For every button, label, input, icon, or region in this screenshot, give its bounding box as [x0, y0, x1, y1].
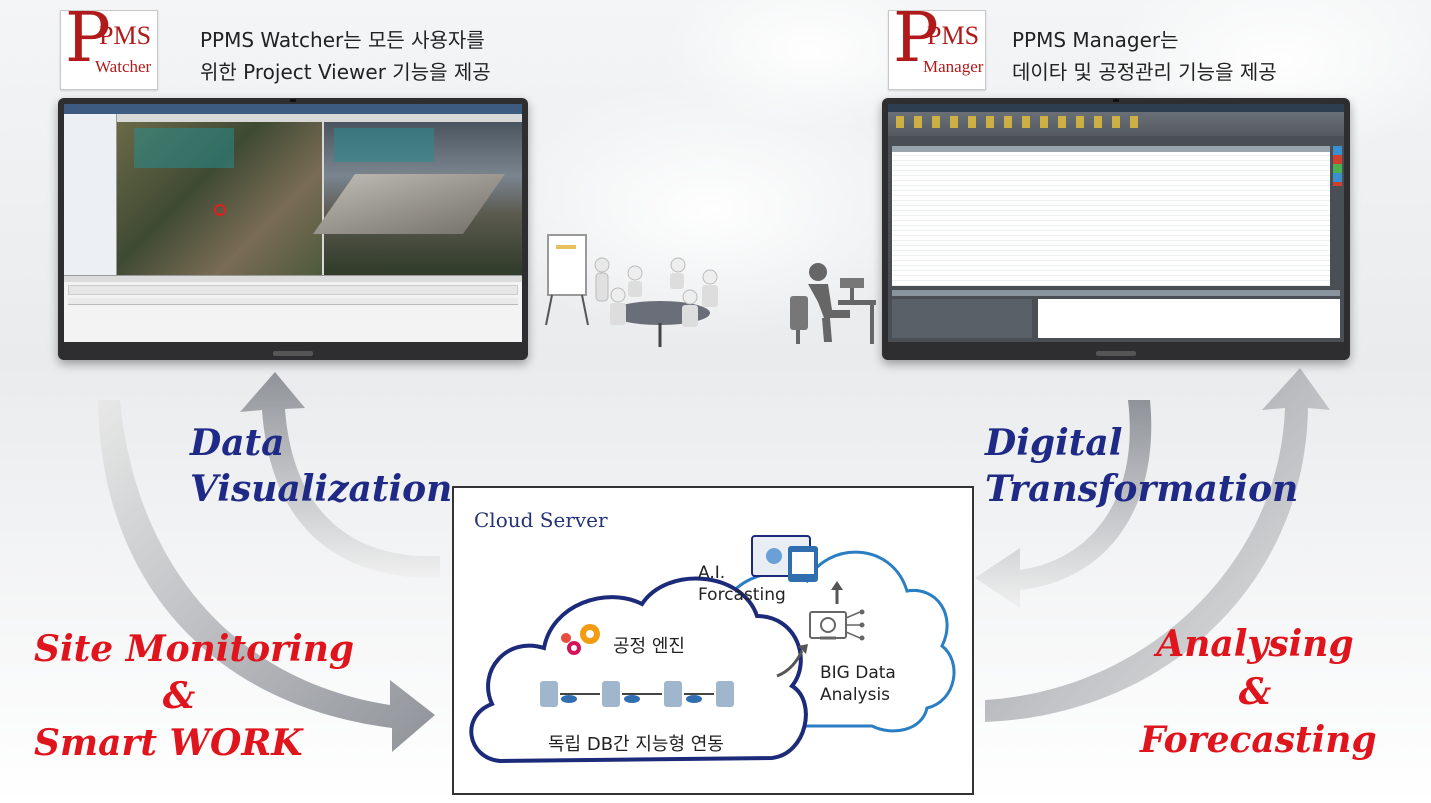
arrow-to-server-left — [98, 400, 435, 752]
cloud-server-title: Cloud Server — [474, 508, 608, 532]
watcher-desc-line1: PPMS Watcher는 모든 사용자를 — [200, 28, 485, 52]
manager-screen — [888, 104, 1344, 342]
ai-forecasting-label: A.I. Forcasting — [698, 563, 786, 605]
watcher-desc-line2: 위한 Project Viewer 기능을 제공 — [200, 60, 491, 84]
logo-sub: Watcher — [95, 57, 152, 76]
arrow-to-server-right — [975, 400, 1152, 608]
big-data-analysis-icon — [809, 609, 865, 641]
office-worker-icon — [790, 263, 876, 344]
gear-icon — [561, 624, 600, 655]
ppms-manager-logo: P PMS Manager — [888, 5, 986, 90]
db-cloud-shape — [469, 576, 808, 764]
ai-forecasting-icon — [751, 535, 818, 582]
meeting-illustration — [545, 234, 718, 347]
manager-desc-line2: 데이타 및 공정관리 기능을 제공 — [1012, 60, 1277, 84]
label-digital-transformation: Digital Transformation — [985, 422, 1299, 510]
watcher-screen — [64, 104, 522, 342]
label-site-monitoring: Site Monitoring & Smart WORK — [34, 628, 355, 764]
arrow-to-watcher — [240, 372, 440, 579]
watcher-monitor — [58, 98, 528, 360]
ppms-watcher-logo: P PMS Watcher — [60, 5, 158, 90]
db-link-label: 독립 DB간 지능형 연동 — [548, 734, 724, 755]
label-analysing-forecasting: Analysing & Forecasting — [1140, 623, 1377, 761]
logo-sub: Manager — [923, 57, 984, 76]
label-data-visualization: Data Visualization — [190, 422, 453, 510]
manager-monitor — [882, 98, 1350, 360]
logo-letter: P — [65, 0, 111, 78]
logo-letter: P — [893, 0, 939, 78]
big-data-analysis-label: BIG Data Analysis — [820, 663, 896, 705]
logo-brand: PMS — [927, 21, 980, 50]
manager-description: PPMS Manager는 데이타 및 공정관리 기능을 제공 — [1012, 24, 1277, 88]
arrow-to-bigdata — [776, 650, 804, 678]
cloud-diagram — [469, 535, 956, 764]
arrow-to-manager — [985, 368, 1330, 722]
database-servers-icon — [540, 681, 734, 707]
manager-desc-line1: PPMS Manager는 — [1012, 28, 1179, 52]
logo-brand: PMS — [99, 21, 152, 50]
watcher-description: PPMS Watcher는 모든 사용자를 위한 Project Viewer … — [200, 24, 491, 88]
process-engine-label: 공정 엔진 — [613, 636, 685, 657]
